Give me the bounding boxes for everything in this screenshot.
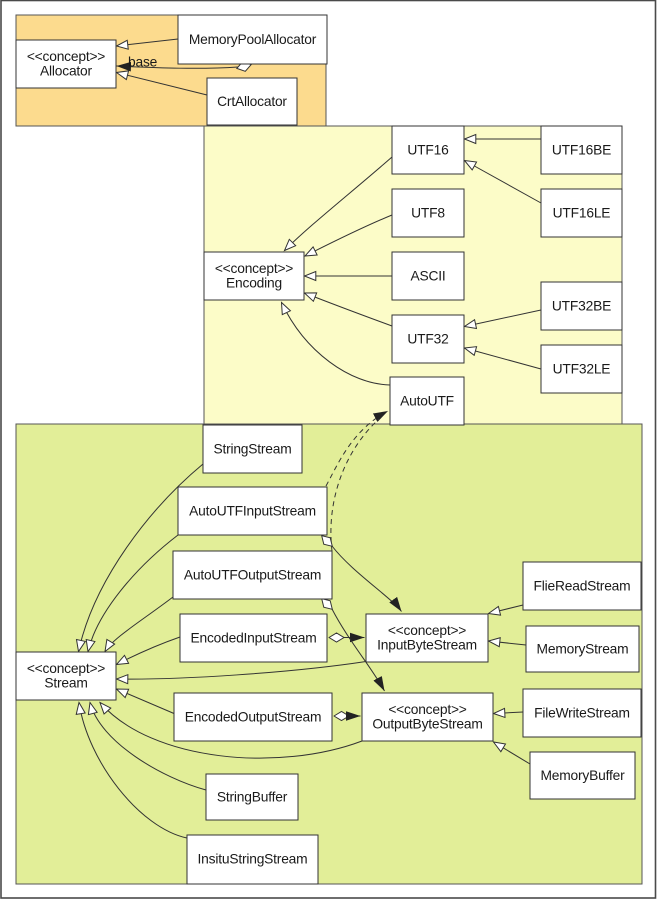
svg-text:ASCII: ASCII	[410, 269, 445, 284]
svg-text:InputByteStream: InputByteStream	[377, 638, 477, 653]
svg-text:<<concept>>: <<concept>>	[215, 261, 293, 276]
svg-text:UTF16BE: UTF16BE	[552, 143, 611, 158]
svg-text:AutoUTF: AutoUTF	[400, 394, 454, 409]
svg-text:UTF32: UTF32	[407, 332, 448, 347]
svg-text:UTF16: UTF16	[407, 143, 449, 158]
svg-text:MemoryBuffer: MemoryBuffer	[541, 768, 626, 783]
svg-text:MemoryStream: MemoryStream	[537, 642, 629, 657]
svg-text:CrtAllocator: CrtAllocator	[217, 94, 287, 109]
svg-text:Allocator: Allocator	[40, 64, 92, 79]
svg-text:StringStream: StringStream	[213, 442, 291, 457]
svg-text:<<concept>>: <<concept>>	[388, 623, 466, 638]
svg-text:FileWriteStream: FileWriteStream	[534, 706, 630, 721]
svg-text:UTF32LE: UTF32LE	[553, 362, 611, 377]
svg-text:UTF8: UTF8	[411, 206, 445, 221]
svg-text:UTF16LE: UTF16LE	[553, 206, 611, 221]
svg-text:OutputByteStream: OutputByteStream	[372, 717, 482, 732]
svg-text:FlieReadStream: FlieReadStream	[534, 579, 631, 594]
svg-text:UTF32BE: UTF32BE	[552, 299, 611, 314]
svg-text:base: base	[128, 55, 158, 70]
svg-text:<<concept>>: <<concept>>	[27, 49, 105, 64]
svg-text:AutoUTFInputStream: AutoUTFInputStream	[189, 504, 316, 519]
svg-text:Encoding: Encoding	[226, 276, 282, 291]
svg-text:InsituStringStream: InsituStringStream	[198, 852, 308, 867]
svg-text:MemoryPoolAllocator: MemoryPoolAllocator	[189, 32, 317, 47]
svg-text:StringBuffer: StringBuffer	[217, 790, 288, 805]
svg-text:AutoUTFOutputStream: AutoUTFOutputStream	[184, 568, 321, 583]
svg-text:<<concept>>: <<concept>>	[27, 661, 105, 676]
svg-text:Stream: Stream	[44, 676, 87, 691]
svg-text:EncodedInputStream: EncodedInputStream	[190, 631, 316, 646]
svg-text:<<concept>>: <<concept>>	[388, 702, 466, 717]
svg-text:EncodedOutputStream: EncodedOutputStream	[185, 710, 322, 725]
